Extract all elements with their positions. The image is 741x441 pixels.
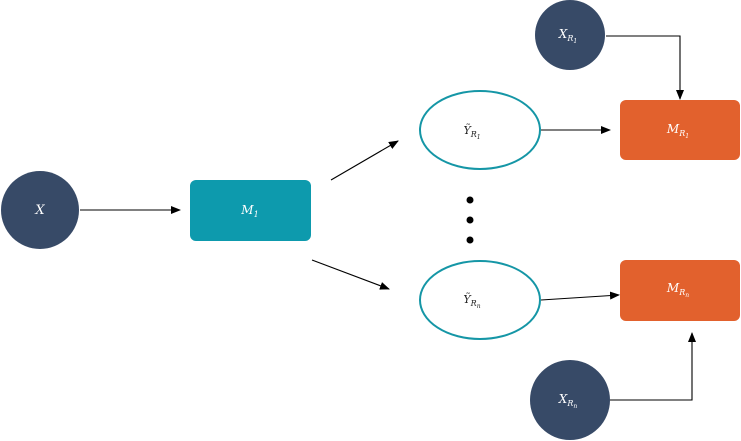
edge-x-rn-to-m-rn (610, 332, 696, 401)
node-y-r1-label: ỸR1 (463, 123, 480, 141)
node-m-rn-label: MRn (666, 281, 689, 299)
ellipsis-dot (466, 216, 474, 224)
node-x-r1: XR1 (535, 0, 605, 70)
node-y-rn: ỸRn (419, 260, 541, 340)
node-x-shape (1, 171, 79, 249)
ellipsis-dot (466, 196, 474, 204)
node-y-rn-label: ỸRn (463, 292, 480, 310)
node-x-r1-label: XR1 (558, 27, 577, 45)
node-y-rn-shape (419, 260, 541, 340)
node-x-rn-label: XRn (558, 392, 578, 410)
node-m-r1: MR1 (620, 100, 740, 160)
node-m1-shape (190, 180, 311, 241)
node-y-r1: ỸR1 (419, 90, 541, 170)
node-x-label: X (34, 203, 45, 218)
node-x-rn-shape (530, 360, 610, 440)
node-m1-label: M1 (240, 203, 258, 219)
node-m-rn: MRn (620, 260, 740, 321)
edge-m1-to-y-rn (311, 259, 390, 290)
node-m-r1-shape (620, 100, 740, 160)
node-m-rn-shape (620, 260, 740, 321)
edge-x-r1-to-m-r1 (606, 35, 684, 100)
edge-m1-to-y-r1 (330, 140, 399, 181)
node-x-rn: XRn (530, 360, 610, 440)
edge-y-rn-to-m-rn (540, 291, 620, 301)
node-x: X (1, 171, 79, 249)
ellipsis-dots (466, 196, 474, 244)
node-x-r1-shape (535, 0, 605, 70)
ellipsis-dot (466, 236, 474, 244)
node-m-r1-label: MR1 (666, 122, 689, 140)
node-m1: M1 (190, 180, 311, 241)
node-y-r1-shape (419, 90, 541, 170)
